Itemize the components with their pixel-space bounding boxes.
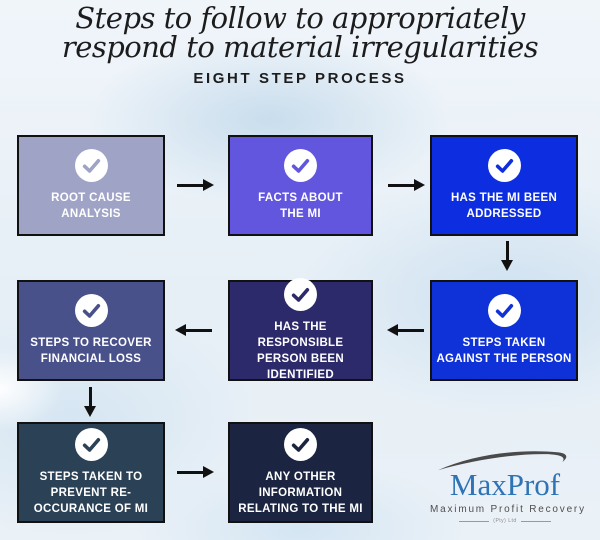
logo-subtext: (Pty) Ltd — [493, 518, 517, 524]
maxprof-logo: MaxProf Maximum Profit Recovery (Pty) Lt… — [430, 447, 586, 524]
logo-wordmark: MaxProf — [449, 467, 561, 502]
step-label: HAS THE RESPONSIBLE PERSON BEEN IDENTIFI… — [256, 320, 344, 382]
step-label: ANY OTHER INFORMATION RELATING TO THE MI — [238, 470, 363, 516]
flow-arrow-down-step6-step7 — [89, 387, 92, 407]
step-box-other-information: ANY OTHER INFORMATION RELATING TO THE MI — [228, 422, 373, 523]
flow-arrow-right-step1-step2 — [177, 184, 204, 187]
rule-right — [520, 520, 551, 522]
step-box-mi-addressed: HAS THE MI BEEN ADDRESSED — [430, 135, 578, 236]
check-icon — [284, 148, 317, 182]
flow-arrow-left-step4-step5 — [397, 329, 424, 332]
swoosh-icon — [438, 451, 567, 471]
flow-arrow-right-step2-step3 — [388, 184, 415, 187]
page-subtitle: EIGHT STEP PROCESS — [193, 70, 407, 87]
check-icon — [487, 293, 521, 327]
step-box-recover-financial-loss: STEPS TO RECOVER FINANCIAL LOSS — [17, 280, 165, 381]
step-box-responsible-person-identified: HAS THE RESPONSIBLE PERSON BEEN IDENTIFI… — [228, 277, 373, 382]
check-icon — [284, 277, 317, 311]
step-label: FACTS ABOUT THE MI — [258, 191, 343, 220]
step-box-root-cause-analysis: ROOT CAUSE ANALYSIS — [17, 135, 165, 236]
logo-tagline: Maximum Profit Recovery — [430, 504, 586, 515]
step-label: ROOT CAUSE ANALYSIS — [51, 191, 131, 220]
step-label: STEPS TO RECOVER FINANCIAL LOSS — [30, 336, 152, 365]
page-title: Steps to follow to appropriately respond… — [61, 1, 539, 64]
flow-arrow-left-step5-step6 — [185, 329, 212, 332]
flow-arrow-right-step7-step8 — [177, 471, 204, 474]
step-label: STEPS TAKEN AGAINST THE PERSON — [436, 336, 572, 365]
check-icon — [284, 427, 317, 461]
rule-left — [459, 520, 490, 522]
check-icon — [487, 148, 521, 182]
logo-subtext-row: (Pty) Ltd — [430, 518, 580, 524]
step-label: HAS THE MI BEEN ADDRESSED — [450, 191, 558, 220]
check-icon — [74, 293, 108, 327]
step-box-facts-about-mi: FACTS ABOUT THE MI — [228, 135, 373, 236]
step-label: STEPS TAKEN TO PREVENT RE- OCCURANCE OF … — [33, 470, 149, 516]
check-icon — [74, 148, 108, 182]
step-box-prevent-reoccurance: STEPS TAKEN TO PREVENT RE- OCCURANCE OF … — [17, 422, 165, 523]
flow-arrow-down-step3-step4 — [506, 241, 509, 261]
step-box-steps-against-person: STEPS TAKEN AGAINST THE PERSON — [430, 280, 578, 381]
check-icon — [74, 427, 108, 461]
